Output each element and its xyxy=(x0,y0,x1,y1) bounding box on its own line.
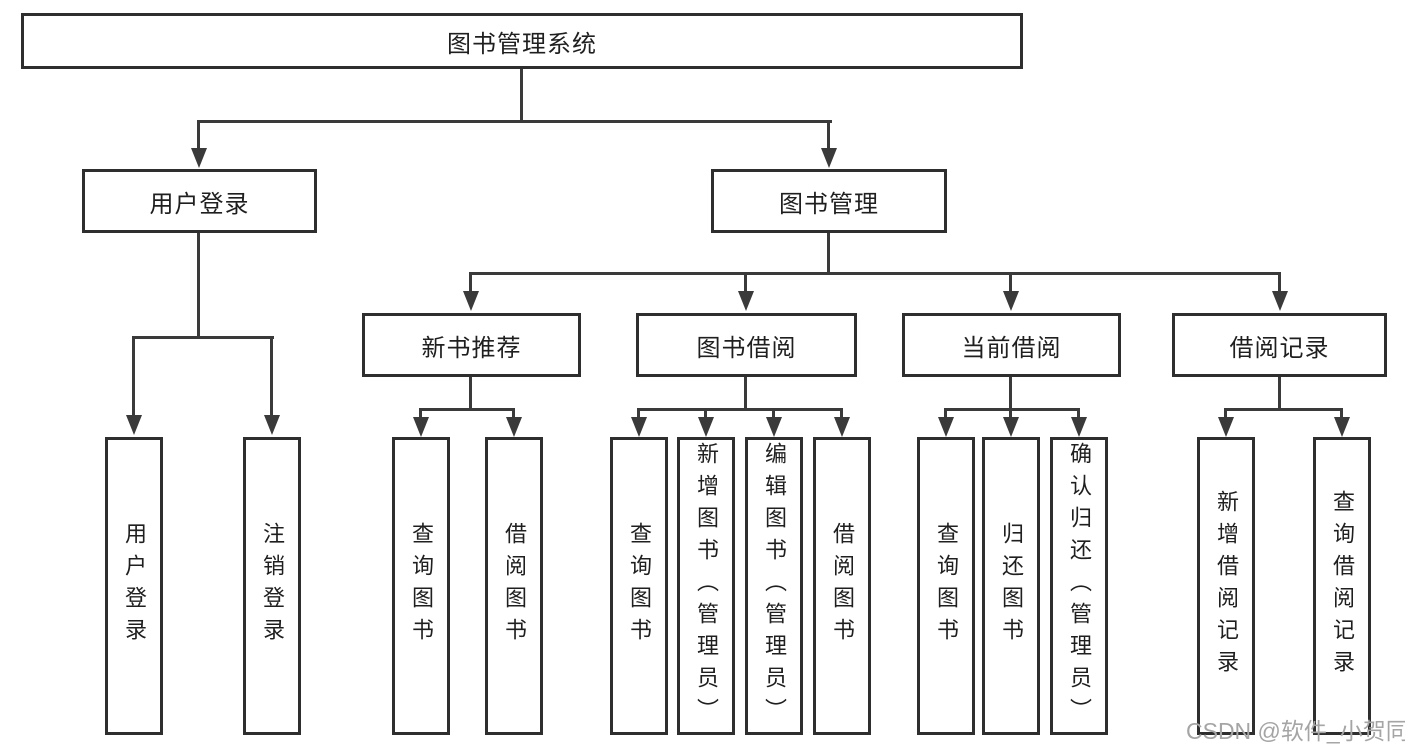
arrow-down-icon xyxy=(821,148,837,168)
arrow-down-icon xyxy=(413,417,429,437)
connector-line xyxy=(1009,377,1012,408)
connector-line xyxy=(1224,408,1343,411)
arrow-down-icon xyxy=(766,417,782,437)
leaf-label: 借阅图书 xyxy=(502,522,527,650)
connector-line xyxy=(197,120,200,148)
connector-line xyxy=(840,408,843,417)
connector-line xyxy=(132,336,135,415)
node-root: 图书管理系统 xyxy=(21,13,1023,69)
connector-line xyxy=(469,377,472,408)
arrow-down-icon xyxy=(463,291,479,311)
connector-line xyxy=(1278,272,1281,291)
leaf-return-book: 归还图书 xyxy=(982,437,1040,735)
node-new-book-recommend: 新书推荐 xyxy=(362,313,581,377)
leaf-add-borrow-record: 新增借阅记录 xyxy=(1197,437,1255,735)
connector-line xyxy=(827,233,830,272)
leaf-label: 查询图书 xyxy=(409,522,434,650)
connector-line xyxy=(637,408,843,411)
leaf-label: 用户登录 xyxy=(122,522,147,650)
leaf-logout: 注销登录 xyxy=(243,437,301,735)
connector-line xyxy=(1340,408,1343,417)
connector-line xyxy=(704,408,707,417)
arrow-down-icon xyxy=(126,415,142,435)
leaf-label: 确认归还（管理员） xyxy=(1067,442,1092,730)
leaf-label: 注销登录 xyxy=(260,522,285,650)
connector-line xyxy=(512,408,515,417)
leaf-query-books: 查询图书 xyxy=(610,437,668,735)
node-borrow-records: 借阅记录 xyxy=(1172,313,1387,377)
arrow-down-icon xyxy=(191,148,207,168)
leaf-label: 查询图书 xyxy=(934,522,959,650)
connector-line xyxy=(1224,408,1227,417)
leaf-query-books: 查询图书 xyxy=(917,437,975,735)
connector-line xyxy=(419,408,515,411)
leaf-label: 查询借阅记录 xyxy=(1330,490,1355,682)
connector-line xyxy=(1278,377,1281,408)
arrow-down-icon xyxy=(1334,417,1350,437)
connector-line xyxy=(744,272,747,291)
connector-line xyxy=(637,408,640,417)
connector-line xyxy=(197,120,832,123)
leaf-label: 借阅图书 xyxy=(830,522,855,650)
connector-line xyxy=(132,336,274,339)
connector-line xyxy=(944,408,1080,411)
connector-line xyxy=(1009,408,1012,417)
node-book-management: 图书管理 xyxy=(711,169,947,233)
arrow-down-icon xyxy=(1218,417,1234,437)
connector-line xyxy=(469,272,472,291)
arrow-down-icon xyxy=(506,417,522,437)
arrow-down-icon xyxy=(264,415,280,435)
connector-line xyxy=(470,272,1281,275)
leaf-borrow-books: 借阅图书 xyxy=(485,437,543,735)
arrow-down-icon xyxy=(631,417,647,437)
leaf-add-book-admin: 新增图书（管理员） xyxy=(677,437,735,735)
arrow-down-icon xyxy=(938,417,954,437)
leaf-user-login: 用户登录 xyxy=(105,437,163,735)
leaf-label: 编辑图书（管理员） xyxy=(762,442,787,730)
connector-line xyxy=(197,233,200,336)
node-user-login: 用户登录 xyxy=(82,169,317,233)
connector-line xyxy=(1077,408,1080,417)
arrow-down-icon xyxy=(1272,291,1288,311)
node-current-borrow: 当前借阅 xyxy=(902,313,1121,377)
connector-line xyxy=(944,408,947,417)
connector-line xyxy=(270,336,273,415)
connector-line xyxy=(520,69,523,120)
leaf-edit-book-admin: 编辑图书（管理员） xyxy=(745,437,803,735)
connector-line xyxy=(827,120,830,148)
leaf-confirm-return-admin: 确认归还（管理员） xyxy=(1050,437,1108,735)
leaf-label: 新增图书（管理员） xyxy=(694,442,719,730)
arrow-down-icon xyxy=(698,417,714,437)
connector-line xyxy=(744,377,747,408)
arrow-down-icon xyxy=(738,291,754,311)
connector-line xyxy=(772,408,775,417)
connector-line xyxy=(419,408,422,417)
arrow-down-icon xyxy=(1071,417,1087,437)
arrow-down-icon xyxy=(1003,417,1019,437)
leaf-query-borrow-record: 查询借阅记录 xyxy=(1313,437,1371,735)
leaf-label: 新增借阅记录 xyxy=(1214,490,1239,682)
leaf-label: 查询图书 xyxy=(627,522,652,650)
connector-line xyxy=(1009,272,1012,291)
node-book-borrow: 图书借阅 xyxy=(636,313,857,377)
watermark: CSDN @软件_小贺同学 xyxy=(1186,718,1405,744)
leaf-borrow-books: 借阅图书 xyxy=(813,437,871,735)
arrow-down-icon xyxy=(834,417,850,437)
leaf-query-books: 查询图书 xyxy=(392,437,450,735)
leaf-label: 归还图书 xyxy=(999,522,1024,650)
arrow-down-icon xyxy=(1003,291,1019,311)
